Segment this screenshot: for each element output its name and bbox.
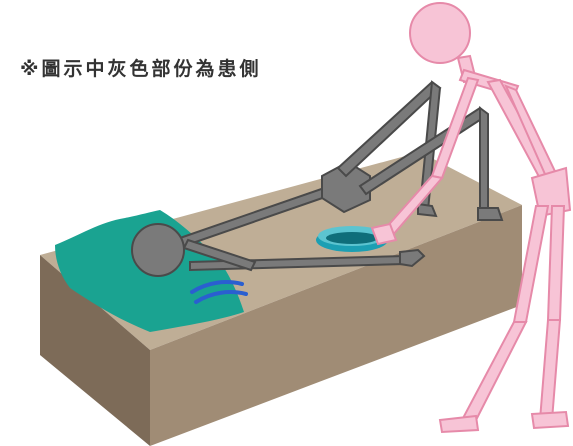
- caption-affected-side-note: ※圖示中灰色部份為患側: [20, 58, 262, 80]
- caregiver-hand: [370, 222, 398, 246]
- basin-on-bed: [316, 226, 388, 252]
- reclining-patient-figure: [131, 80, 504, 277]
- patient-head: [131, 223, 185, 277]
- pillow-stripes: [190, 280, 248, 304]
- bed-front-face: [150, 205, 522, 446]
- bed-side-face: [40, 255, 150, 446]
- patient-leg-shin-2: [479, 106, 489, 213]
- caregiver-leg-right-shin: [538, 319, 562, 421]
- caregiver-pelvis: [530, 166, 572, 218]
- patient-forearm: [182, 238, 257, 272]
- caregiver-leg-right-thigh: [546, 205, 566, 321]
- patient-foot-2: [477, 207, 504, 221]
- caregiver-leg-left-shin: [460, 321, 528, 426]
- caregiver-foot-left: [438, 414, 480, 434]
- standing-caregiver-figure: [370, 2, 572, 434]
- patient-hand: [399, 248, 426, 268]
- patient-foot-1: [417, 202, 438, 218]
- caregiver-foot-right: [530, 410, 570, 430]
- caregiver-head: [409, 2, 471, 64]
